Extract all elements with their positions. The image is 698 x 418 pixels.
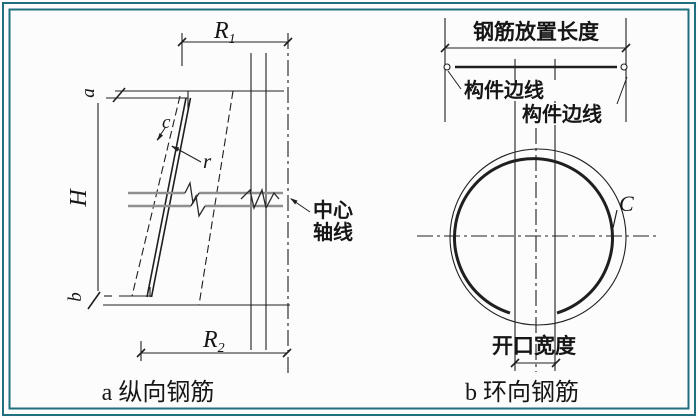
hoop-ring (453, 157, 614, 315)
placement-length-dimension (440, 18, 631, 122)
h-dimension (87, 87, 126, 310)
wall-vertical-lines (250, 53, 267, 350)
right-diagram: 钢筋放置长度 构件边线 构件边线 C (417, 18, 658, 406)
r2-dimension (136, 341, 292, 361)
longitudinal-rebar-lines (146, 97, 192, 298)
bar-end-circle-right (620, 63, 628, 71)
r2-label: R2 (202, 327, 225, 356)
center-axis-label-line2: 轴线 (313, 220, 353, 244)
a-spacing-label: a (78, 88, 99, 98)
figure-frame-inner (8, 8, 690, 410)
h-label: H (66, 188, 92, 208)
lap-label-c: C (619, 191, 634, 216)
lightning-break-symbol (240, 187, 280, 211)
edge-label-1-leader (447, 70, 462, 90)
member-edge-label-2: 构件边线 (522, 102, 602, 126)
r-label: r (203, 149, 212, 173)
member-edge-label-1: 构件边线 (464, 78, 544, 102)
mid-rebar-lines (128, 191, 283, 208)
left-diagram: R1 R2 H a b c r (65, 18, 353, 406)
edge-label-2-mask (519, 103, 623, 125)
center-axis-label-line1: 中心 (313, 198, 353, 222)
placement-length-label: 钢筋放置长度 (473, 20, 599, 44)
shell-face-dashed-lines (131, 90, 234, 306)
caption-a: a 纵向钢筋 (102, 379, 215, 406)
opening-edge-ticks (514, 59, 556, 76)
c-leader (156, 127, 166, 141)
bottom-edge-lines (103, 287, 290, 306)
caption-b: b 环向钢筋 (465, 379, 579, 406)
center-axis-note-leader (290, 198, 311, 213)
bar-end-circle-left (443, 63, 451, 71)
member-outline-circle (449, 148, 627, 326)
edge-label-1-mask (461, 80, 565, 101)
opening-width-dimension (510, 358, 561, 368)
b-dimension-tick (87, 291, 101, 310)
r1-label: R1 (213, 18, 236, 47)
a-dimension-tick (112, 87, 126, 103)
opening-width-label: 开口宽度 (492, 334, 576, 358)
r-leader (171, 145, 202, 163)
b-spacing-label: b (65, 292, 86, 302)
r1-dimension (177, 33, 293, 66)
break-symbols (184, 180, 280, 218)
lap-joint-tick (612, 209, 618, 229)
edge-label-2-leader (616, 76, 628, 105)
c-label: c (162, 112, 171, 133)
